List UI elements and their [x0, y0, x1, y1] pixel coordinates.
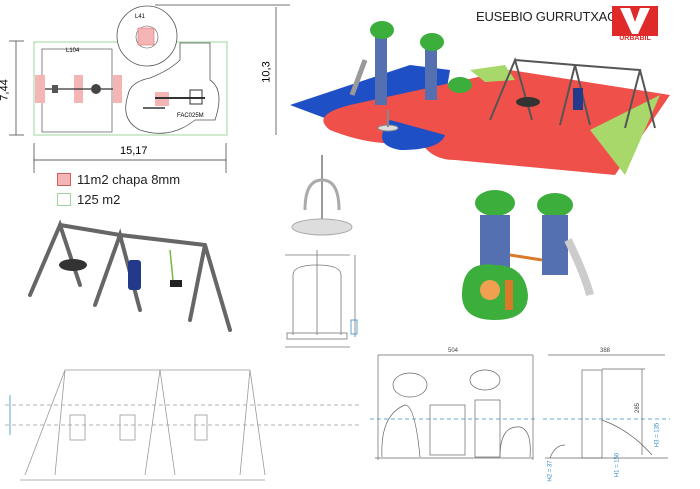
front-width-dimension: 504 — [448, 348, 459, 354]
swings-render — [28, 219, 232, 332]
side-height-dimension: 285 — [635, 402, 642, 414]
brand-name: URBABIL — [619, 35, 651, 42]
carousel-label: L41 — [135, 14, 146, 20]
structure-label: FAC025M — [177, 113, 204, 119]
play-structure-render — [462, 190, 594, 320]
swing-label: L104 — [66, 48, 80, 54]
project-title: EUSEBIO GURRUTXAGA — [476, 9, 626, 24]
h2-dimension: H2 = 37 — [547, 460, 554, 482]
carousel-drawing — [285, 250, 358, 348]
site-plan — [9, 4, 290, 173]
h3-dimension: H3 = 135 — [654, 422, 661, 448]
swing-elevation-drawing — [5, 369, 360, 481]
carousel-render — [291, 155, 353, 236]
plan-width-dimension: 15,17 — [120, 145, 148, 157]
structure-elevation-drawings — [370, 354, 670, 460]
legend-item-plate: 11m2 chapa 8mm — [57, 172, 180, 187]
plan-height-dimension: 7,44 — [0, 79, 11, 101]
legend-item-area: 125 m2 — [57, 192, 120, 207]
hatch-swatch-icon — [57, 173, 71, 186]
legend-label: 11m2 chapa 8mm — [77, 172, 181, 187]
h1-dimension: H1 = 150 — [614, 452, 621, 478]
legend-label: 125 m2 — [77, 192, 121, 207]
urbabil-logo — [612, 6, 658, 36]
playground-render — [290, 21, 670, 175]
side-width-dimension: 388 — [600, 348, 611, 354]
area-swatch-icon — [57, 193, 71, 206]
